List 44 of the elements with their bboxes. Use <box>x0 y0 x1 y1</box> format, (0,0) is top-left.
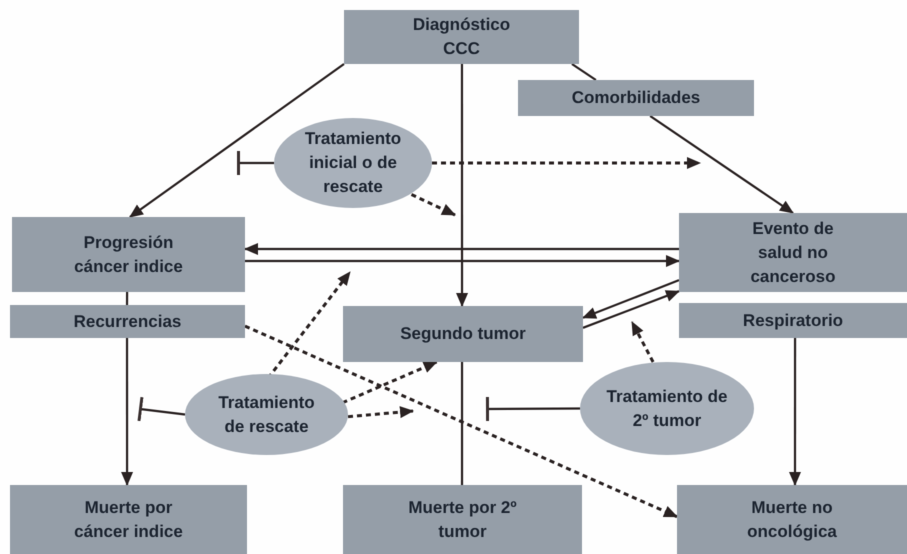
dashed-arrow <box>630 321 654 363</box>
node-label: Tratamiento inicial o de rescate <box>304 128 402 198</box>
dashed-arrow <box>348 406 414 418</box>
node-label: Muerte por 2º tumor <box>407 496 518 542</box>
arrow <box>129 63 345 218</box>
connector-line <box>126 292 128 305</box>
process-box <box>10 305 245 338</box>
node-label: Progresión cáncer indice <box>73 232 184 278</box>
node-label: Tratamiento de rescate <box>217 392 316 438</box>
process-box <box>679 303 907 338</box>
inhibition-line <box>486 397 580 421</box>
arrow <box>245 255 680 268</box>
process-box <box>343 306 583 362</box>
dashed-arrow <box>342 360 438 404</box>
arrow <box>789 338 801 486</box>
node-label: Muerte por cáncer indice <box>73 496 184 542</box>
arrow <box>650 115 794 214</box>
connector-line <box>571 63 596 81</box>
arrow <box>456 64 468 307</box>
process-box <box>679 213 907 292</box>
process-box <box>677 485 907 554</box>
node-label: Comorbilidades <box>572 87 700 109</box>
dashed-arrow <box>432 157 701 169</box>
connector-line <box>460 362 464 485</box>
process-box <box>344 10 579 64</box>
process-box <box>343 485 582 554</box>
node-label: Diagnóstico CCC <box>412 14 512 60</box>
node-label: Muerte no oncológica <box>746 496 838 543</box>
dashed-arrow <box>410 193 456 216</box>
arrow <box>582 290 680 329</box>
node-label: Recurrencias <box>74 310 182 332</box>
arrow <box>582 279 680 319</box>
node-label: Respiratorio <box>742 310 844 332</box>
node-label: Segundo tumor <box>400 323 526 345</box>
arrow <box>121 338 134 486</box>
process-box <box>12 217 245 292</box>
process-box <box>518 80 754 116</box>
dashed-arrow <box>244 324 678 518</box>
inhibition-line <box>138 396 186 422</box>
arrow <box>244 243 679 256</box>
inhibition-line <box>237 151 274 175</box>
node-label: Evento de salud no canceroso <box>749 218 837 288</box>
node-label: Tratamiento de 2º tumor <box>606 386 728 432</box>
process-box <box>10 485 247 554</box>
